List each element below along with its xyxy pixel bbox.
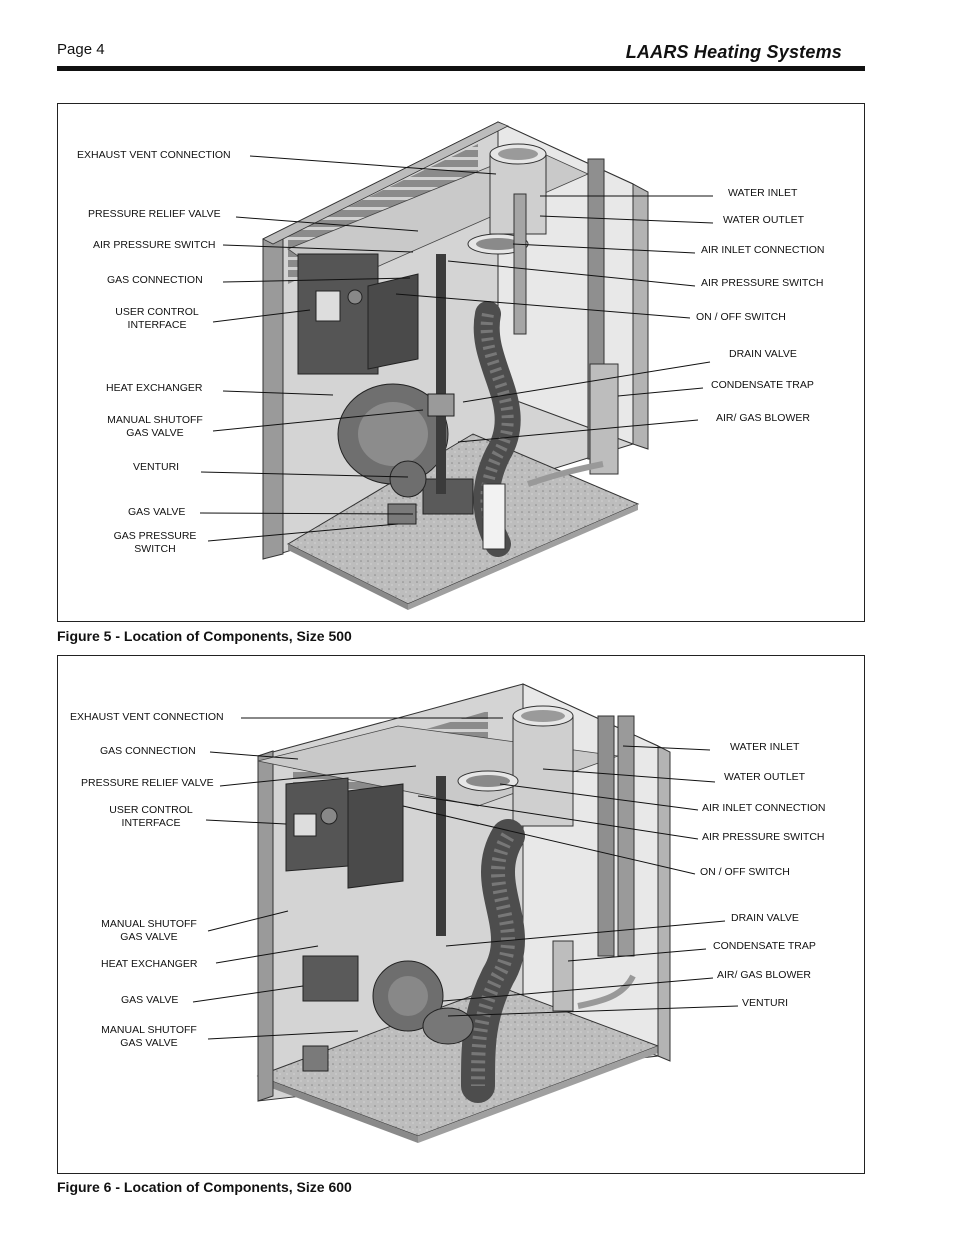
label-air-inlet-connection: AIR INLET CONNECTION [702, 802, 826, 814]
label-air-gas-blower: AIR/ GAS BLOWER [716, 412, 810, 424]
figure-6-box: EXHAUST VENT CONNECTION GAS CONNECTION P… [57, 655, 865, 1174]
label-water-outlet: WATER OUTLET [724, 771, 806, 783]
label-venturi: VENTURI [742, 997, 789, 1009]
label-air-inlet-connection: AIR INLET CONNECTION [701, 244, 825, 256]
label-line: GAS PRESSURE [113, 530, 197, 542]
figure-6-caption: Figure 6 - Location of Components, Size … [57, 1179, 352, 1195]
label-condensate-trap: CONDENSATE TRAP [711, 379, 814, 391]
label-gas-connection: GAS CONNECTION [100, 745, 196, 757]
page-number: Page 4 [57, 41, 105, 58]
label-manual-shutoff-gas-valve-lower: MANUAL SHUTOFF GAS VALVE [99, 1024, 199, 1050]
label-venturi: VENTURI [133, 461, 180, 473]
label-gas-valve: GAS VALVE [121, 994, 179, 1006]
label-user-control-interface: USER CONTROL INTERFACE [106, 804, 196, 830]
label-air-pressure-switch-left: AIR PRESSURE SWITCH [93, 239, 216, 251]
header-rule [57, 66, 865, 71]
label-gas-connection: GAS CONNECTION [107, 274, 203, 286]
label-manual-shutoff-gas-valve: MANUAL SHUTOFF GAS VALVE [105, 414, 205, 440]
figure-6-illustration [192, 683, 739, 1143]
label-water-inlet: WATER INLET [730, 741, 800, 753]
label-heat-exchanger: HEAT EXCHANGER [101, 958, 198, 970]
label-water-inlet: WATER INLET [728, 187, 798, 199]
label-drain-valve: DRAIN VALVE [729, 348, 797, 360]
label-line: MANUAL SHUTOFF [101, 918, 197, 930]
figure-5-illustration [199, 121, 714, 610]
label-gas-pressure-switch: GAS PRESSURE SWITCH [110, 530, 200, 556]
label-manual-shutoff-gas-valve-upper: MANUAL SHUTOFF GAS VALVE [99, 918, 199, 944]
brand-title: LAARS Heating Systems [625, 42, 842, 62]
label-on-off-switch: ON / OFF SWITCH [696, 311, 786, 323]
label-line: USER CONTROL [109, 804, 193, 816]
label-air-pressure-switch-right: AIR PRESSURE SWITCH [701, 277, 824, 289]
label-exhaust-vent-connection: EXHAUST VENT CONNECTION [77, 149, 231, 161]
label-line: USER CONTROL [115, 306, 199, 318]
label-line: GAS VALVE [120, 931, 178, 943]
label-line: SWITCH [134, 543, 176, 555]
label-air-gas-blower: AIR/ GAS BLOWER [717, 969, 811, 981]
label-heat-exchanger: HEAT EXCHANGER [106, 382, 203, 394]
label-line: MANUAL SHUTOFF [101, 1024, 197, 1036]
label-on-off-switch: ON / OFF SWITCH [700, 866, 790, 878]
figure-5-caption: Figure 5 - Location of Components, Size … [57, 628, 352, 644]
label-line: GAS VALVE [126, 427, 184, 439]
label-drain-valve: DRAIN VALVE [731, 912, 799, 924]
label-gas-valve: GAS VALVE [128, 506, 186, 518]
label-pressure-relief-valve: PRESSURE RELIEF VALVE [88, 208, 221, 220]
label-line: MANUAL SHUTOFF [107, 414, 203, 426]
label-exhaust-vent-connection: EXHAUST VENT CONNECTION [70, 711, 224, 723]
label-condensate-trap: CONDENSATE TRAP [713, 940, 816, 952]
label-line: INTERFACE [127, 319, 187, 331]
label-pressure-relief-valve: PRESSURE RELIEF VALVE [81, 777, 214, 789]
label-air-pressure-switch: AIR PRESSURE SWITCH [702, 831, 825, 843]
label-user-control-interface: USER CONTROL INTERFACE [113, 306, 201, 332]
label-water-outlet: WATER OUTLET [723, 214, 805, 226]
label-line: INTERFACE [121, 817, 181, 829]
label-line: GAS VALVE [120, 1037, 178, 1049]
figure-5-box: EXHAUST VENT CONNECTION PRESSURE RELIEF … [57, 103, 865, 622]
